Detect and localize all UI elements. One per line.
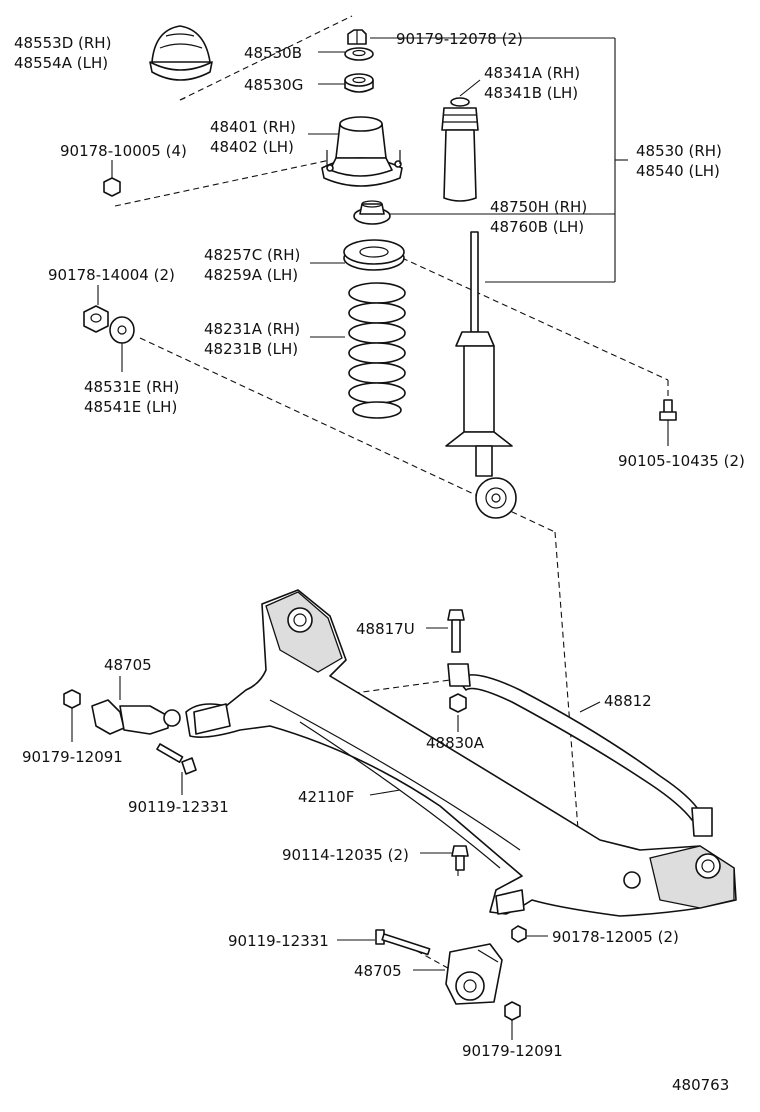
bolt-90114-12035 (451, 845, 469, 871)
label-48530b: 48530B (244, 44, 302, 62)
bushing-48530g (344, 73, 374, 93)
label-90119-12331-lower: 90119-12331 (228, 932, 329, 950)
label-48541e: 48541E (LH) (84, 398, 177, 416)
label-48817u: 48817U (356, 620, 415, 638)
coil-spring-48231a (348, 282, 406, 419)
label-42110f: 42110F (298, 788, 354, 806)
label-48231a: 48231A (RH) (204, 320, 300, 338)
upper-support-48401 (321, 116, 403, 187)
upper-cap-48553d (149, 25, 213, 81)
nut-90179-12091-upper (63, 689, 81, 709)
diagram-id: 480763 (672, 1076, 729, 1094)
part-labels: 48553D (RH) 48554A (LH) 48530B 48530G 90… (14, 30, 745, 1094)
label-48830a: 48830A (426, 734, 485, 752)
bracket-48817u (447, 663, 471, 687)
spring-seat-48257c (343, 239, 405, 271)
label-48401: 48401 (RH) (210, 118, 296, 136)
label-48259a: 48259A (LH) (204, 266, 298, 284)
stabilizer-bar-48812 (457, 674, 713, 837)
nut-90178-10005 (103, 177, 121, 197)
bushing-48705-upper (91, 699, 181, 735)
label-90178-12005: 90178-12005 (2) (552, 928, 679, 946)
label-48705-upper: 48705 (104, 656, 152, 674)
label-48530: 48530 (RH) (636, 142, 722, 160)
bolt-90105-10435 (659, 399, 677, 421)
bolt-90119-12331-upper (156, 743, 197, 775)
label-48750h: 48750H (RH) (490, 198, 587, 216)
label-90179-12091-lower: 90179-12091 (462, 1042, 563, 1060)
nut-90178-12005 (511, 925, 527, 943)
label-48402: 48402 (LH) (210, 138, 294, 156)
label-48705-lower: 48705 (354, 962, 402, 980)
label-48553d: 48553D (RH) (14, 34, 111, 52)
bump-stopper-48341a (441, 97, 479, 202)
bolt-90119-12331-lower (375, 929, 431, 956)
label-90178-10005: 90178-10005 (4) (60, 142, 187, 160)
label-48812: 48812 (604, 692, 652, 710)
label-90105-10435: 90105-10435 (2) (618, 452, 745, 470)
axle-beam-42110f (185, 589, 737, 917)
label-48341b: 48341B (LH) (484, 84, 578, 102)
bolt-48817u (447, 609, 465, 653)
label-48760b: 48760B (LH) (490, 218, 584, 236)
washer-48531e (109, 316, 135, 344)
washer-48530b (344, 47, 374, 61)
label-48540: 48540 (LH) (636, 162, 720, 180)
label-48257c: 48257C (RH) (204, 246, 300, 264)
label-90119-12331-upper: 90119-12331 (128, 798, 229, 816)
label-90178-14004: 90178-14004 (2) (48, 266, 175, 284)
label-48531e: 48531E (RH) (84, 378, 179, 396)
label-48341a: 48341A (RH) (484, 64, 580, 82)
nut-90178-14004 (83, 305, 109, 333)
label-48231b: 48231B (LH) (204, 340, 298, 358)
nut-48830a (449, 693, 467, 713)
label-48530g: 48530G (244, 76, 303, 94)
nut-90179-12078 (347, 29, 367, 45)
label-90179-12078: 90179-12078 (2) (396, 30, 523, 48)
nut-90179-12091-lower (504, 1001, 521, 1021)
bushing-48705-lower (445, 943, 503, 1005)
insulator-48750h (353, 200, 391, 225)
label-48554a: 48554A (LH) (14, 54, 108, 72)
shock-absorber (445, 231, 517, 519)
label-90114-12035: 90114-12035 (2) (282, 846, 409, 864)
label-90179-12091-upper: 90179-12091 (22, 748, 123, 766)
